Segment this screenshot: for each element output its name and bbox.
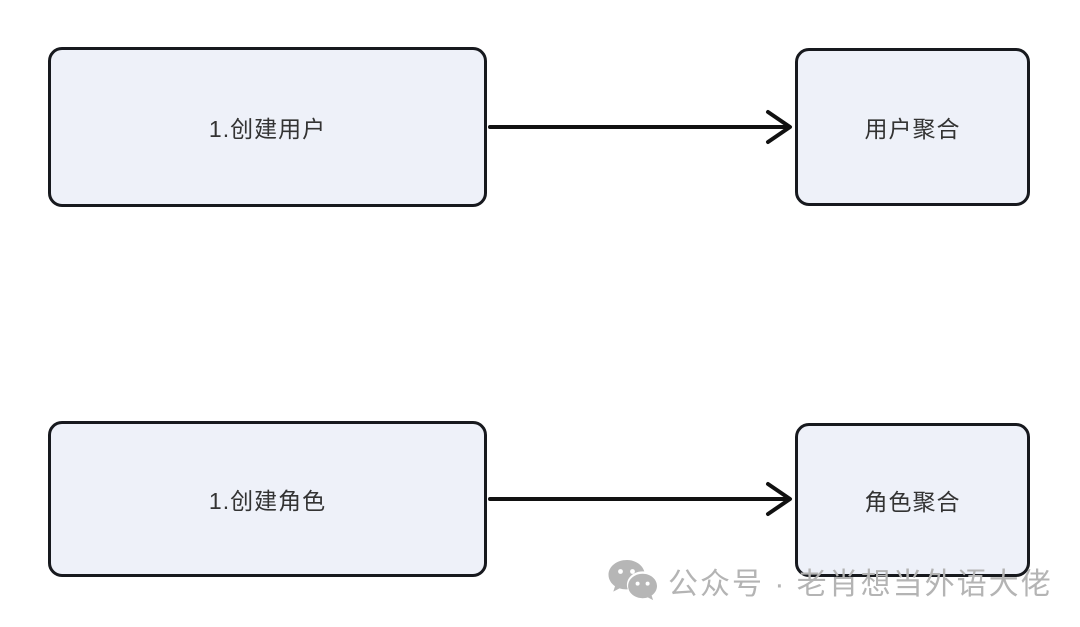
arrow-create-user-to-user-aggregate	[488, 110, 792, 144]
node-create-role-label: 1.创建角色	[208, 488, 327, 514]
node-create-role: 1.创建角色	[48, 421, 487, 577]
watermark: 公众号 · 老肖想当外语大佬	[606, 558, 1053, 604]
node-create-user-label: 1.创建用户	[208, 116, 327, 142]
node-create-user: 1.创建用户	[48, 47, 487, 207]
node-user-aggregate-label: 用户聚合	[864, 116, 961, 142]
node-role-aggregate-label: 角色聚合	[864, 489, 961, 515]
watermark-text: 公众号 · 老肖想当外语大佬	[668, 568, 1053, 601]
arrow-create-role-to-role-aggregate	[488, 482, 792, 516]
wechat-icon	[608, 560, 657, 601]
node-user-aggregate: 用户聚合	[795, 48, 1030, 206]
node-role-aggregate: 角色聚合	[795, 423, 1030, 577]
